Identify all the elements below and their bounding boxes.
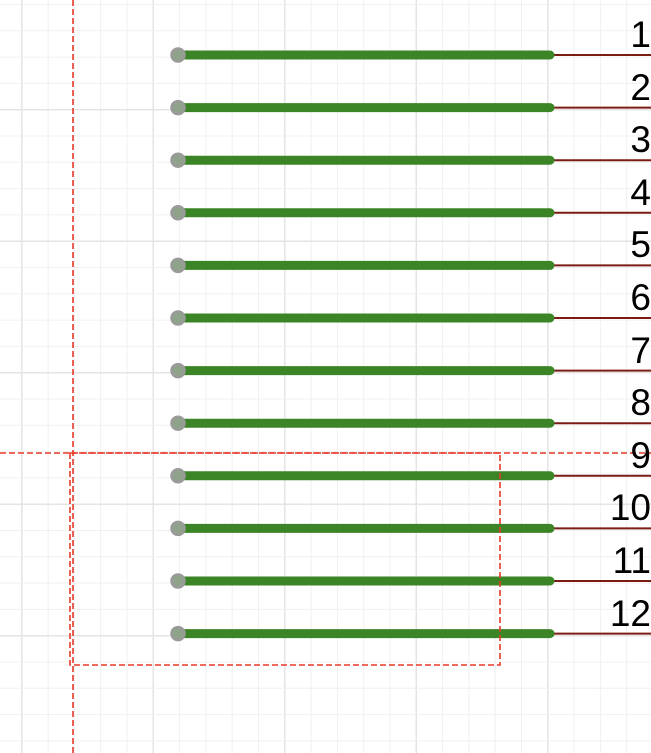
pin-number-label: 4 — [630, 171, 651, 213]
pin-number-label: 9 — [630, 434, 651, 476]
pin-endpoint-icon[interactable] — [170, 625, 186, 642]
pin-8[interactable] — [170, 415, 651, 431]
pin-endpoint-icon[interactable] — [170, 573, 186, 589]
pin-number-label: 6 — [630, 277, 651, 318]
pin-endpoint-icon[interactable] — [170, 99, 186, 116]
pin-number-label: 12 — [609, 592, 651, 634]
pin-number-label: 2 — [630, 66, 651, 108]
pin-4[interactable] — [170, 205, 651, 221]
pin-7[interactable] — [170, 362, 651, 379]
pin-endpoint-icon[interactable] — [170, 468, 186, 484]
pin-endpoint-icon[interactable] — [170, 520, 186, 537]
pin-endpoint-icon[interactable] — [170, 152, 186, 168]
pin-number-label: 1 — [630, 14, 651, 55]
pin-1[interactable] — [170, 47, 651, 63]
pin-10[interactable] — [170, 520, 651, 537]
pin-5[interactable] — [170, 257, 651, 274]
pin-endpoint-icon[interactable] — [170, 310, 186, 326]
pin-number-label: 7 — [630, 329, 651, 371]
pin-11[interactable] — [170, 573, 651, 589]
pin-endpoint-icon[interactable] — [170, 257, 186, 274]
pin-endpoint-icon[interactable] — [170, 362, 186, 379]
pin-3[interactable] — [170, 152, 651, 168]
pin-number-label: 5 — [630, 224, 651, 266]
pin-number-label: 10 — [609, 487, 651, 529]
pin-endpoint-icon[interactable] — [170, 47, 186, 63]
pin-number-label: 3 — [630, 119, 651, 161]
pin-12[interactable] — [170, 625, 651, 642]
pin-2[interactable] — [170, 99, 651, 116]
pin-9[interactable] — [170, 468, 651, 484]
pin-number-label: 8 — [630, 382, 651, 424]
pin-6[interactable] — [170, 310, 651, 326]
pin-number-label: 11 — [612, 540, 651, 581]
pin-endpoint-icon[interactable] — [170, 415, 186, 431]
pin-endpoint-icon[interactable] — [170, 205, 186, 221]
selection-box[interactable] — [69, 452, 501, 666]
connector-pins[interactable] — [170, 47, 651, 642]
